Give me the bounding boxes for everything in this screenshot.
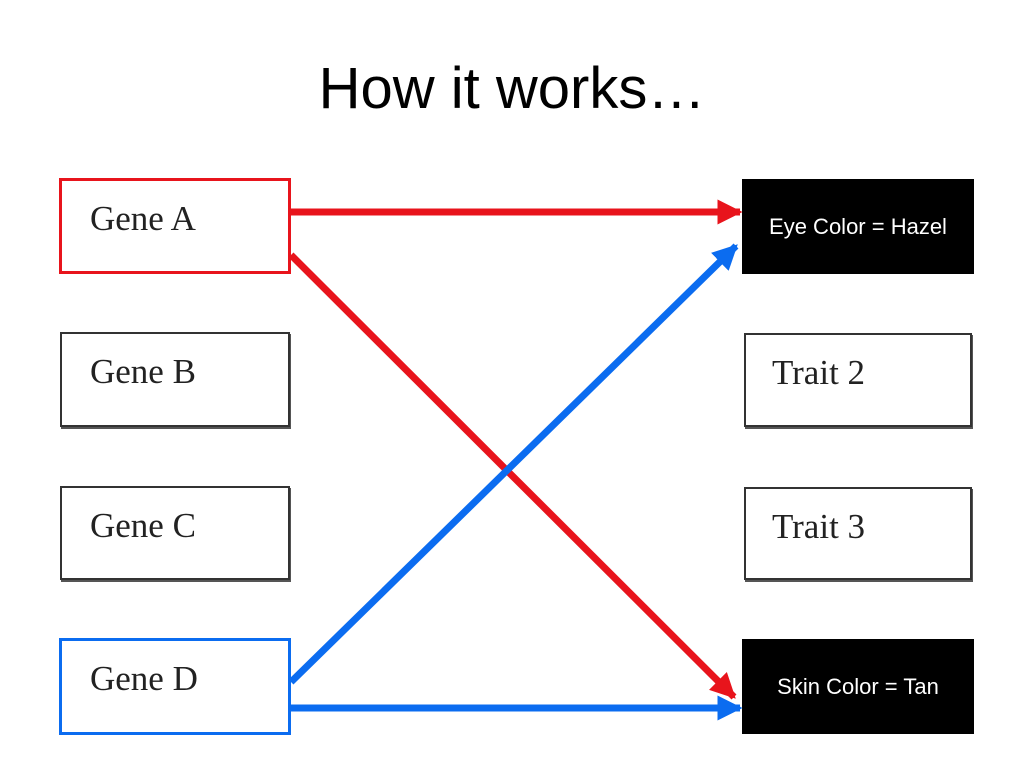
- gene-b-box: Gene B: [60, 332, 290, 427]
- gene-c-box: Gene C: [60, 486, 290, 580]
- gene-d-label: Gene D: [90, 659, 198, 698]
- gene-c-label: Gene C: [90, 506, 196, 545]
- gene-d-box: Gene D: [59, 638, 291, 735]
- trait-3-label: Trait 3: [772, 507, 866, 546]
- trait-skin-color-label: Skin Color = Tan: [777, 673, 939, 699]
- arrow-gene-a-to-skin-color: [288, 252, 737, 700]
- page-title: How it works…: [318, 56, 706, 121]
- trait-2-label: Trait 2: [772, 353, 866, 392]
- arrow-gene-d-to-eye-color: [288, 243, 739, 685]
- trait-eye-color-box: Eye Color = Hazel: [742, 179, 974, 274]
- trait-eye-color-label: Eye Color = Hazel: [769, 213, 947, 239]
- gene-a-box: Gene A: [59, 178, 291, 274]
- trait-2-box: Trait 2: [744, 333, 972, 427]
- gene-b-label: Gene B: [90, 352, 196, 391]
- gene-a-label: Gene A: [90, 199, 196, 238]
- trait-3-box: Trait 3: [744, 487, 972, 580]
- trait-skin-color-box: Skin Color = Tan: [742, 639, 974, 734]
